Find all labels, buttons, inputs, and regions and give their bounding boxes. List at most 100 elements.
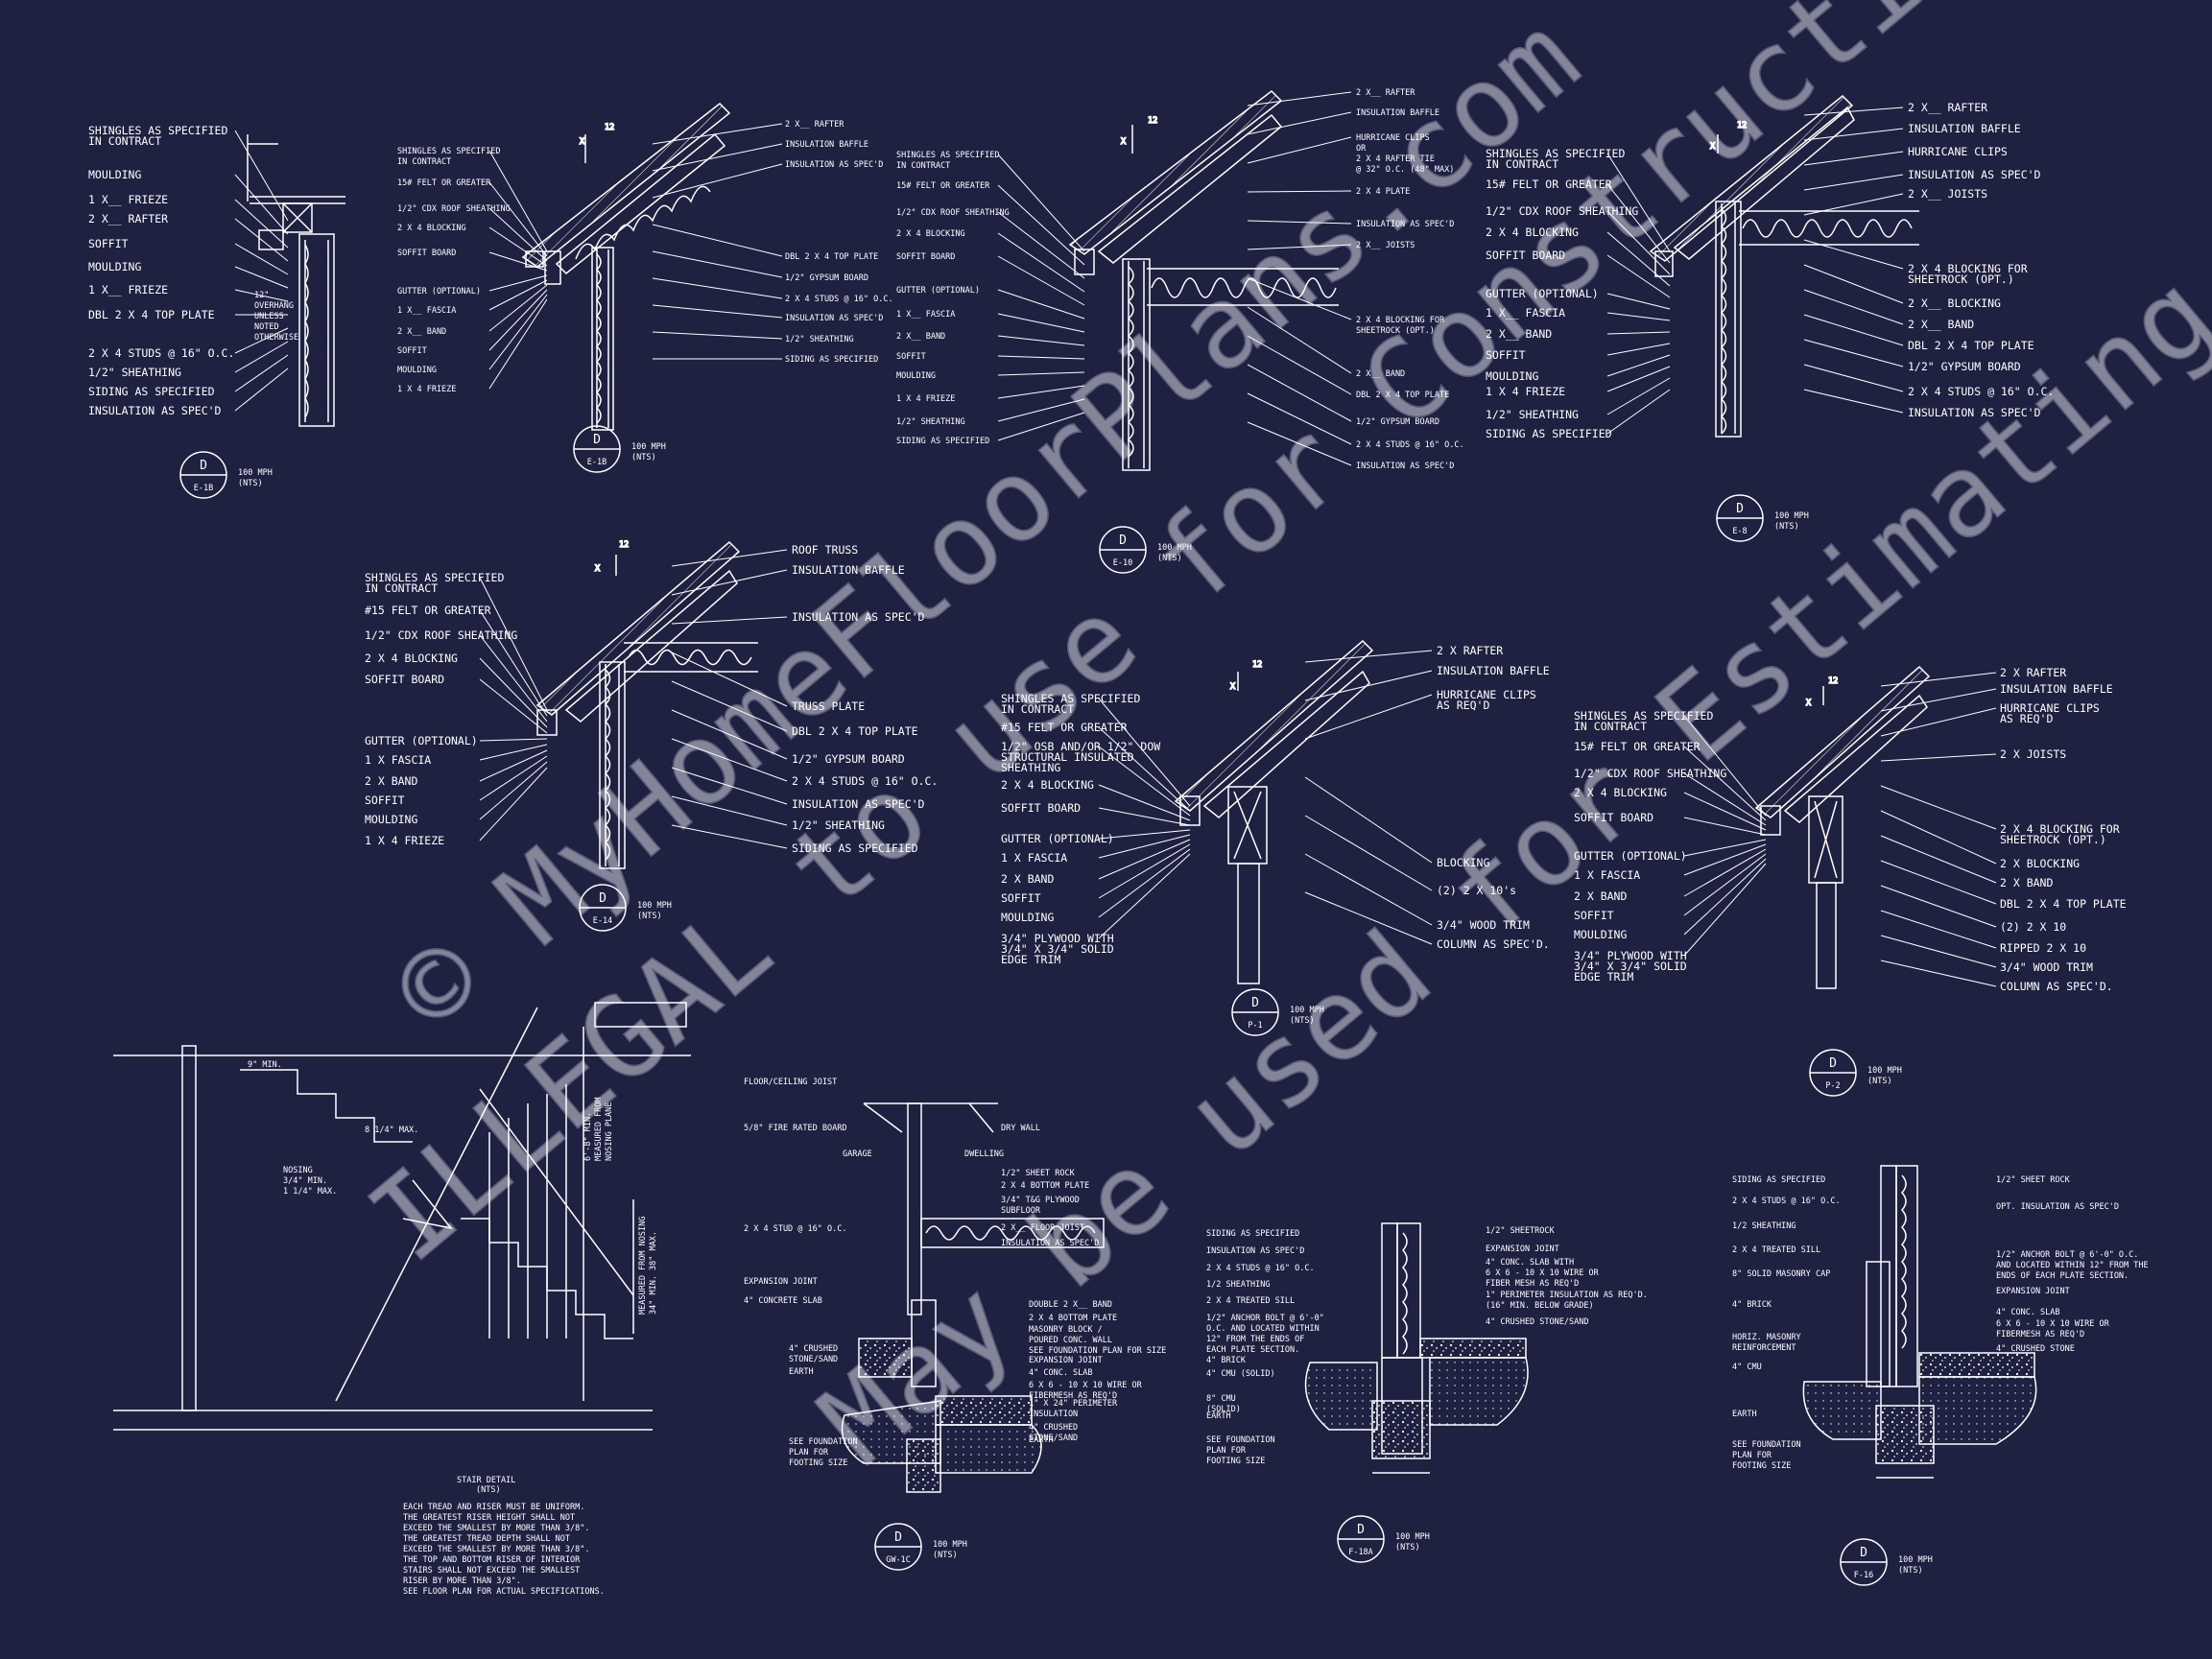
leader-line [1683, 853, 1767, 916]
e14-left-label: 2 X BAND [365, 774, 417, 788]
leader-line [1606, 293, 1671, 310]
svg-text:X: X [595, 564, 601, 574]
gw1c-label: 5/8" FIRE RATED BOARD [744, 1124, 846, 1133]
detail-tag-note: 100 MPH(NTS) [1290, 1006, 1324, 1026]
leader-line [1803, 314, 1904, 346]
leader-line [488, 207, 548, 262]
leader-line [1880, 935, 1997, 968]
e1b-left-label: MOULDING [88, 168, 141, 181]
f18a-label: 2 X 4 TREATED SILL [1206, 1296, 1295, 1306]
e14-right-label: 2 X 4 STUDS @ 16" O.C. [792, 774, 938, 788]
leader-line [1606, 343, 1671, 356]
e1b-left-label: 1 X__ FRIEZE [88, 283, 168, 296]
p1-left-label: 2 X 4 BLOCKING [1001, 778, 1094, 792]
leader-line [671, 767, 788, 805]
leader-line [479, 744, 548, 761]
p1-left-label: GUTTER (OPTIONAL) [1001, 832, 1114, 845]
f18a-label: SIDING AS SPECIFIED [1206, 1229, 1299, 1239]
e14-left-label: #15 FELT OR GREATER [365, 604, 491, 617]
p2-left-label: MOULDING [1574, 928, 1627, 941]
leader-line [1880, 785, 1997, 830]
e8-right-label: 2 X__ BLOCKING [1908, 296, 2001, 310]
leader-line [1098, 784, 1191, 821]
leader-line [1803, 239, 1904, 270]
leader-line [479, 609, 548, 717]
p2-left-label: 15# FELT OR GREATER [1574, 740, 1701, 753]
leader-line [1683, 772, 1767, 826]
p1-left-label: SOFFIT BOARD [1001, 801, 1081, 815]
gw1c-label: INSULATION AS SPEC'D [1001, 1239, 1099, 1248]
stair-subtitle: (NTS) [476, 1485, 501, 1495]
leader-line [652, 277, 783, 299]
f16-label: 1/2 SHEATHING [1732, 1221, 1796, 1231]
stair-title: STAIR DETAIL [457, 1476, 515, 1485]
detail-e1b-right-drawing: X12 [521, 103, 731, 431]
leader-line [1098, 746, 1191, 817]
leader-line [479, 678, 548, 734]
e10-right-label: DBL 2 X 4 TOP PLATE [1356, 391, 1449, 400]
e10-right-label: INSULATION AS SPEC'D [1356, 220, 1454, 229]
leader-line [652, 250, 783, 278]
p2-left-label: SOFFIT BOARD [1574, 811, 1653, 824]
e1b-right-left-label: MOULDING [397, 366, 437, 375]
detail-p1-drawing: X12 [1174, 639, 1374, 984]
stair-label: MEASURED FROM NOSING34" MIN. 38" MAX. [638, 1217, 658, 1315]
leader-line [1606, 389, 1671, 435]
leader-line [1304, 650, 1433, 663]
p2-left-label: SOFFIT [1574, 909, 1614, 922]
e8-left-label: GUTTER (OPTIONAL) [1486, 287, 1599, 300]
leader-line [1880, 707, 1997, 737]
leader-line [1247, 392, 1352, 445]
e1b-left-label: INSULATION AS SPEC'D [88, 404, 222, 417]
leader-line [1880, 960, 1997, 987]
f18a-label: 4" CRUSHED STONE/SAND [1486, 1317, 1588, 1327]
e10-left-label: 1/2" CDX ROOF SHEATHING [896, 208, 1010, 218]
gw1c-label: 2 X 4 BOTTOM PLATE [1001, 1181, 1089, 1191]
gw1c-label: EARTH [1029, 1435, 1054, 1445]
p1-left-label: MOULDING [1001, 911, 1054, 924]
leader-line [1880, 910, 1997, 949]
svg-text:12: 12 [1252, 660, 1262, 670]
detail-tag-number: F-18A [1348, 1548, 1373, 1557]
detail-tag-note: 100 MPH(NTS) [1395, 1532, 1430, 1552]
e14-right-label: SIDING AS SPECIFIED [792, 841, 918, 855]
p1-left-label: 1 X FASCIA [1001, 851, 1067, 865]
p2-right-label: (2) 2 X 10 [2000, 920, 2066, 934]
f18a-label: EARTH [1206, 1411, 1231, 1421]
e10-right-label: INSULATION BAFFLE [1356, 108, 1439, 118]
f16-label: 1/2" ANCHOR BOLT @ 6'-0" O.C.AND LOCATED… [1996, 1250, 2149, 1281]
f18a-label: 8" CMU(SOLID) [1206, 1394, 1241, 1414]
e14-right-label: INSULATION AS SPEC'D [792, 797, 925, 811]
leader-line [488, 289, 548, 351]
leader-line [671, 616, 788, 625]
e14-left-label: 1 X FASCIA [365, 753, 431, 767]
leader-line [671, 680, 788, 732]
e1b-left-label: MOULDING [88, 260, 141, 273]
e8-left-label: SIDING AS SPECIFIED [1486, 427, 1612, 440]
e1b-left-label: 1 X__ FRIEZE [88, 193, 168, 206]
leader-line [997, 335, 1085, 346]
e8-left-label: 1/2" SHEATHING [1486, 408, 1579, 421]
p1-right-label: BLOCKING [1437, 856, 1489, 869]
svg-text:12: 12 [605, 123, 614, 132]
leader-line [488, 279, 548, 311]
leader-line [1683, 792, 1767, 831]
leader-line [1304, 694, 1433, 740]
svg-text:X: X [1710, 142, 1716, 152]
leader-line [652, 331, 783, 340]
f18a-label: 1" PERIMETER INSULATION AS REQ'D.(16" MI… [1486, 1291, 1648, 1311]
detail-tag-letter: D [894, 1530, 902, 1545]
f16-label: 4" CONC. SLAB [1996, 1308, 2060, 1317]
svg-text:X: X [1806, 699, 1812, 708]
leader-line [1803, 289, 1904, 325]
detail-e10-drawing: X12 [1068, 90, 1339, 471]
stair-label: 9" MIN. [248, 1060, 282, 1070]
leader-line [1304, 891, 1433, 945]
gw1c-label: 2 X 4 BOTTOM PLATE [1029, 1314, 1117, 1323]
